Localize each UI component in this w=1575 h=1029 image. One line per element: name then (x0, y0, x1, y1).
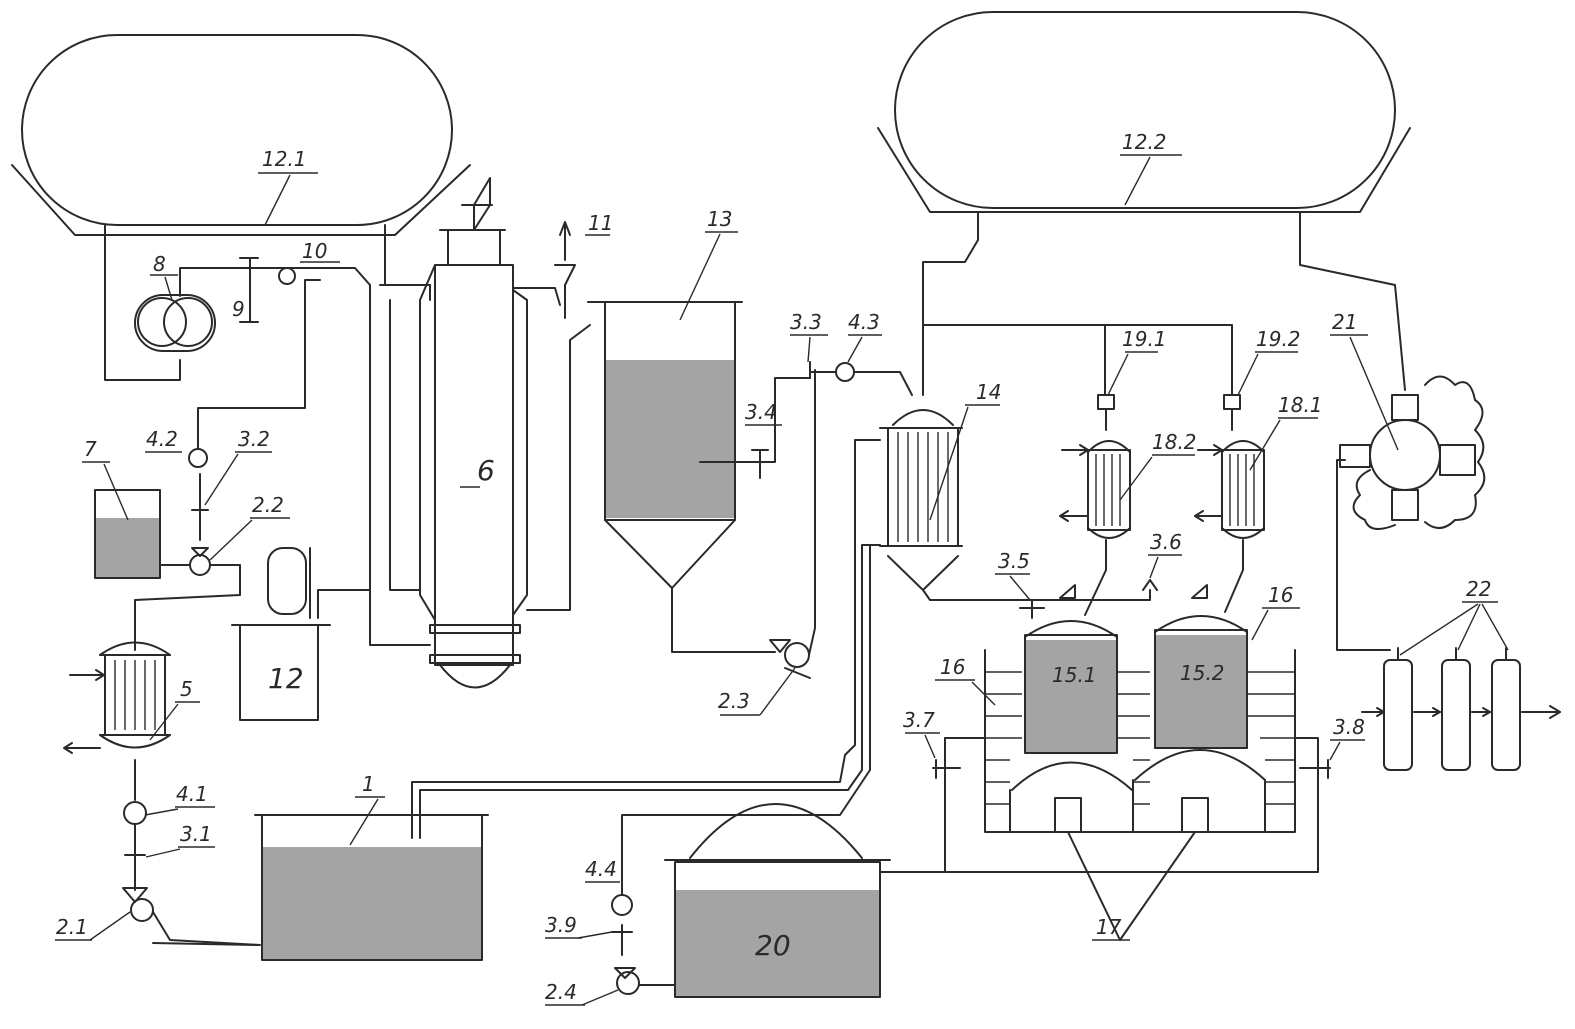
label-2-2: 2.2 (252, 493, 284, 517)
label-11: 11 (588, 211, 613, 235)
label-16-right: 16 (1268, 583, 1293, 607)
label-22: 22 (1466, 577, 1491, 601)
label-19-1: 19.1 (1122, 327, 1167, 351)
label-4-1: 4.1 (176, 782, 208, 806)
pump-2-3: 2.3 (718, 369, 816, 716)
gas-holder-12-1: 12.1 (11, 34, 471, 236)
label-16-left: 16 (940, 655, 965, 679)
label-3-6: 3.6 (1150, 530, 1182, 554)
heat-exchanger-5: 5 (63, 641, 200, 754)
label-12-1: 12.1 (262, 147, 307, 171)
label-3-9: 3.9 (545, 913, 577, 937)
label-15-1: 15.1 (1052, 663, 1097, 687)
settler-13: 13 3.4 (587, 207, 837, 653)
settler-13-liquid (606, 360, 734, 518)
label-4-4: 4.4 (585, 857, 617, 881)
heat-exchanger-14: 14 (879, 211, 1233, 601)
label-2-1: 2.1 (56, 915, 88, 939)
label-3-1: 3.1 (180, 822, 212, 846)
label-18-1: 18.1 (1278, 393, 1323, 417)
label-3-8: 3.8 (1333, 715, 1365, 739)
reactor-15-2-fill (1156, 635, 1246, 747)
label-21: 21 (1332, 310, 1357, 334)
label-13: 13 (707, 207, 732, 231)
label-3-2: 3.2 (238, 427, 270, 451)
label-19-2: 19.2 (1256, 327, 1301, 351)
tank-1-liquid (263, 847, 481, 959)
label-14: 14 (976, 380, 1001, 404)
tank-7-liquid (96, 518, 159, 577)
column-6: 6 (369, 177, 591, 689)
pump-2-1-group: 4.1 3.1 2.1 (55, 759, 261, 946)
tank-7: 7 (82, 437, 161, 579)
tank-20: 20 (664, 803, 946, 998)
label-3-5: 3.5 (998, 549, 1030, 573)
label-8: 8 (153, 252, 166, 276)
label-5: 5 (180, 677, 193, 701)
label-17: 17 (1096, 915, 1122, 939)
label-3-3: 3.3 (790, 310, 822, 334)
valve-3-3-group: 3.3 4.3 (790, 310, 913, 396)
label-3-4: 3.4 (745, 400, 777, 424)
label-2-3: 2.3 (718, 689, 750, 713)
label-6: 6 (477, 454, 495, 487)
label-15-2: 15.2 (1180, 661, 1225, 685)
compressor-8: 8 9 10 (104, 224, 386, 381)
unit-12: 12 (231, 547, 371, 721)
pump-2-2-group: 2.2 3.2 4.2 (134, 279, 321, 651)
label-9: 9 (232, 297, 245, 321)
label-18-2: 18.2 (1152, 430, 1197, 454)
reactor-15-1-fill (1026, 640, 1116, 752)
compressor-21: 21 (1299, 211, 1486, 651)
label-3-7: 3.7 (903, 708, 935, 732)
label-2-4: 2.4 (545, 980, 577, 1004)
label-7: 7 (84, 437, 97, 461)
pump-2-4-group: 3.9 4.4 2.4 (545, 544, 871, 1006)
label-4-3: 4.3 (848, 310, 880, 334)
tank-20-liquid (676, 890, 879, 996)
label-12: 12 (268, 662, 304, 695)
label-12-2: 12.2 (1122, 130, 1167, 154)
gas-cylinders-22: 22 (1361, 577, 1561, 771)
furnace: 15.1 15.2 16 16 17 3.7 3.8 3.5 (903, 530, 1365, 941)
label-4-2: 4.2 (146, 427, 178, 451)
label-1: 1 (362, 772, 375, 796)
label-10: 10 (302, 239, 327, 263)
condenser-18-2: 19.1 18.2 (1059, 327, 1197, 616)
label-20: 20 (755, 929, 791, 962)
vent-11: 11 (554, 211, 613, 319)
condenser-18-1: 19.2 18.1 (1194, 327, 1323, 613)
tank-1: 1 (254, 439, 881, 961)
gas-holder-12-2: 12.2 (877, 11, 1411, 213)
